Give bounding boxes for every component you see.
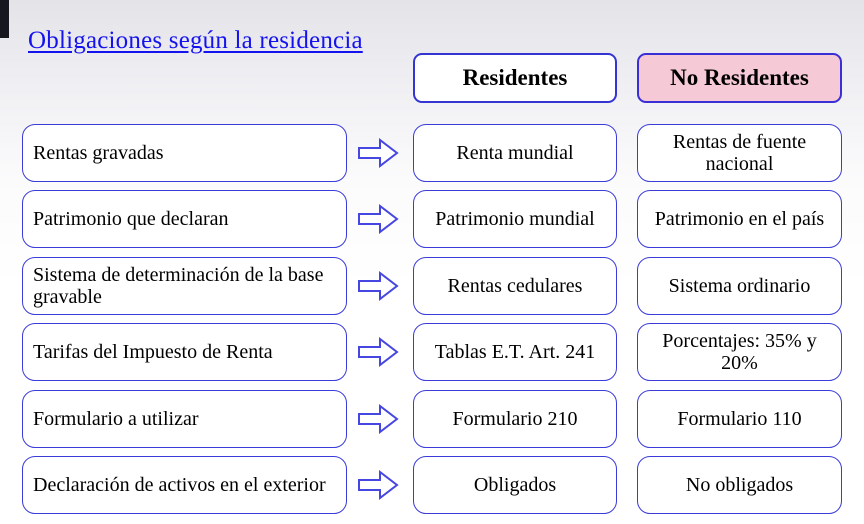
table-row: Rentas gravadas Renta mundial Rentas de … xyxy=(0,124,864,182)
no-residentes-value-box: No obligados xyxy=(637,456,842,514)
row-label: Tarifas del Impuesto de Renta xyxy=(33,340,273,363)
residentes-value: Patrimonio mundial xyxy=(435,207,595,230)
row-label-box: Rentas gravadas xyxy=(22,124,347,182)
column-header-no-residentes: No Residentes xyxy=(637,53,842,103)
table-row: Tarifas del Impuesto de Renta Tablas E.T… xyxy=(0,323,864,381)
row-label: Patrimonio que declaran xyxy=(33,207,229,230)
residentes-value-box: Renta mundial xyxy=(413,124,617,182)
residentes-value: Formulario 210 xyxy=(452,407,578,430)
residentes-value-box: Formulario 210 xyxy=(413,390,617,448)
no-residentes-value: No obligados xyxy=(685,473,794,496)
column-header-residentes: Residentes xyxy=(413,53,617,103)
arrow-right-icon xyxy=(358,469,399,501)
residentes-value: Rentas cedulares xyxy=(447,274,583,297)
arrow-right-icon xyxy=(358,137,399,169)
row-label-box: Declaración de activos en el exterior xyxy=(22,456,347,514)
residentes-value-box: Tablas E.T. Art. 241 xyxy=(413,323,617,381)
no-residentes-value: Porcentajes: 35% y 20% xyxy=(662,329,817,374)
row-label-box: Patrimonio que declaran xyxy=(22,190,347,248)
arrow-right-icon xyxy=(358,403,399,435)
arrow-right-icon xyxy=(358,336,399,368)
no-residentes-value-box: Rentas de fuente nacional xyxy=(637,124,842,182)
row-label: Formulario a utilizar xyxy=(33,407,199,430)
no-residentes-value-box: Patrimonio en el país xyxy=(637,190,842,248)
no-residentes-value: Rentas de fuente nacional xyxy=(672,130,807,175)
table-row: Sistema de determinación de la base grav… xyxy=(0,257,864,315)
column-header-label: No Residentes xyxy=(670,65,809,90)
slide-title: Obligaciones según la residencia xyxy=(28,27,363,54)
row-label: Rentas gravadas xyxy=(33,141,164,164)
table-row: Formulario a utilizar Formulario 210 For… xyxy=(0,390,864,448)
arrow-right-icon xyxy=(358,270,399,302)
residentes-value: Renta mundial xyxy=(456,141,574,164)
residentes-value: Tablas E.T. Art. 241 xyxy=(434,340,596,363)
corner-mark xyxy=(0,0,9,38)
table-row: Declaración de activos en el exterior Ob… xyxy=(0,456,864,514)
no-residentes-value-box: Formulario 110 xyxy=(637,390,842,448)
table-row: Patrimonio que declaran Patrimonio mundi… xyxy=(0,190,864,248)
no-residentes-value: Patrimonio en el país xyxy=(654,207,825,230)
residentes-value-box: Rentas cedulares xyxy=(413,257,617,315)
column-header-label: Residentes xyxy=(462,65,568,90)
residentes-value-box: Obligados xyxy=(413,456,617,514)
row-label-box: Sistema de determinación de la base grav… xyxy=(22,257,347,315)
arrow-right-icon xyxy=(358,203,399,235)
row-label-box: Tarifas del Impuesto de Renta xyxy=(22,323,347,381)
row-label-box: Formulario a utilizar xyxy=(22,390,347,448)
no-residentes-value: Sistema ordinario xyxy=(668,274,811,297)
row-label: Sistema de determinación de la base grav… xyxy=(33,263,324,308)
residentes-value-box: Patrimonio mundial xyxy=(413,190,617,248)
no-residentes-value-box: Porcentajes: 35% y 20% xyxy=(637,323,842,381)
no-residentes-value-box: Sistema ordinario xyxy=(637,257,842,315)
row-label: Declaración de activos en el exterior xyxy=(33,473,326,496)
residentes-value: Obligados xyxy=(473,473,557,496)
no-residentes-value: Formulario 110 xyxy=(677,407,802,430)
